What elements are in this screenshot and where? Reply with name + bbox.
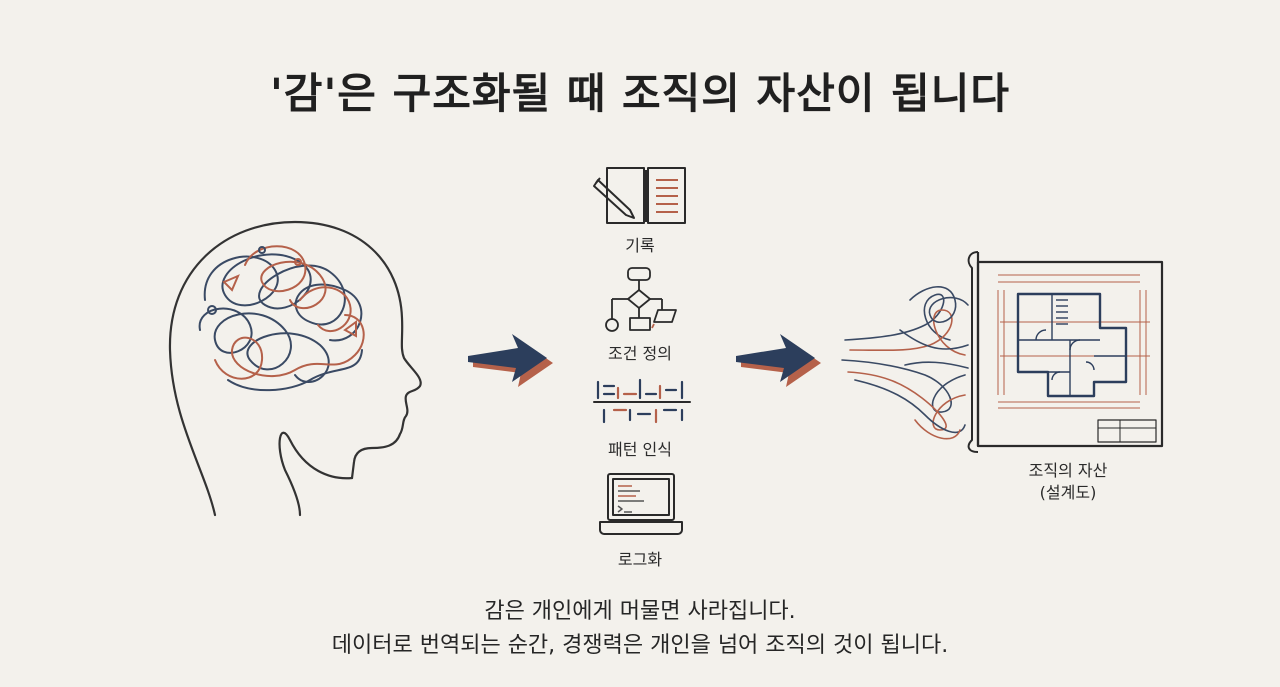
step-label-condition: 조건 정의: [608, 344, 672, 363]
step-label-record: 기록: [625, 236, 655, 255]
blueprint-icon: [967, 251, 1164, 453]
caption-line2: 데이터로 번역되는 순간, 경쟁력은 개인을 넘어 조직의 것이 됩니다.: [331, 633, 949, 658]
step-label-log: 로그화: [617, 550, 663, 569]
notebook-icon: [593, 167, 686, 224]
asset-label-line2: (설계도): [1039, 483, 1097, 502]
caption: 감은 개인에게 머물면 사라집니다. 데이터로 번역되는 순간, 경쟁력은 개인…: [0, 595, 1280, 663]
flowing-lines-icon: [841, 286, 969, 440]
arrow-right-icon: [736, 334, 821, 387]
page-title: '감'은 구조화될 때 조직의 자산이 됩니다: [269, 69, 1011, 118]
asset-label: 조직의 자산 (설계도): [968, 460, 1168, 504]
head-icon: [168, 220, 422, 517]
caption-line1: 감은 개인에게 머물면 사라집니다.: [484, 599, 796, 624]
arrow-right-icon: [468, 334, 553, 387]
tangled-thoughts-icon: [198, 245, 365, 392]
pattern-icon: [593, 378, 691, 424]
flowchart-icon: [605, 267, 677, 332]
step-label-pattern: 패턴 인식: [608, 440, 672, 459]
asset-label-line1: 조직의 자산: [1028, 461, 1108, 480]
laptop-icon: [599, 473, 683, 535]
